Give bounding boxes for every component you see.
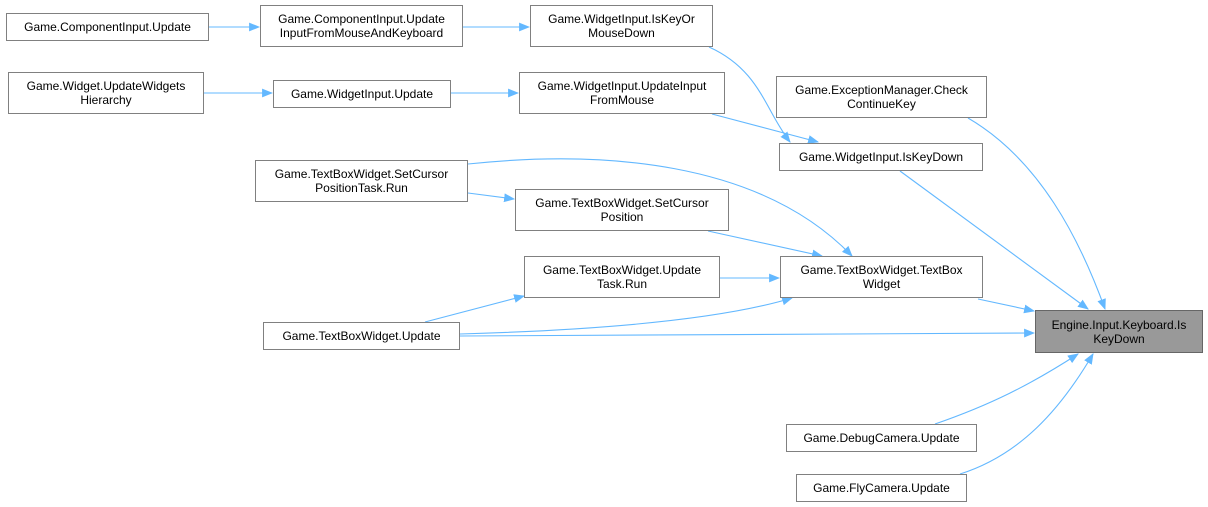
edge-n16-to-n14 [959,353,1094,475]
node-textboxwidget-updatetask-run[interactable]: Game.TextBoxWidget.Update Task.Run [524,256,720,298]
edge-n10-to-n12 [707,230,824,259]
node-flycamera-update[interactable]: Game.FlyCamera.Update [796,474,967,502]
node-widgetinput-iskeydown[interactable]: Game.WidgetInput.IsKeyDown [779,143,983,171]
node-keyboard-iskeydown[interactable]: Engine.Input.Keyboard.Is KeyDown [1035,310,1203,353]
edge-n7-to-n14 [967,117,1106,311]
node-textboxwidget-update[interactable]: Game.TextBoxWidget.Update [263,322,460,350]
edge-n8-to-n14 [899,170,1089,310]
edge-n3-to-n8 [708,46,791,143]
node-textboxwidget-textboxwidget[interactable]: Game.TextBoxWidget.TextBox Widget [780,256,983,298]
node-debugcamera-update[interactable]: Game.DebugCamera.Update [786,424,977,452]
node-exceptionmanager-checkcontinuekey[interactable]: Game.ExceptionManager.Check ContinueKey [776,76,987,118]
edge-n6-to-n8 [711,113,820,144]
node-textboxwidget-setcursorpositiontask-run[interactable]: Game.TextBoxWidget.SetCursor PositionTas… [255,160,468,202]
edge-n9-to-n10 [467,192,516,203]
edge-n15-to-n14 [934,353,1079,425]
edge-n13-to-n12 [459,296,794,335]
node-textboxwidget-setcursorposition[interactable]: Game.TextBoxWidget.SetCursor Position [515,189,729,231]
edge-n13-to-n14 [459,328,1036,338]
edge-n9-to-n12 [467,158,853,257]
edge-n12-to-n14 [977,298,1036,314]
edge-n13-to-n11 [424,294,526,323]
node-componentinput-update[interactable]: Game.ComponentInput.Update [6,13,209,41]
node-widget-updatewidgetshierarchy[interactable]: Game.Widget.UpdateWidgets Hierarchy [8,72,204,114]
node-widgetinput-iskeyormousedown[interactable]: Game.WidgetInput.IsKeyOr MouseDown [530,5,713,47]
node-widgetinput-updateinputfrommouse[interactable]: Game.WidgetInput.UpdateInput FromMouse [519,72,725,114]
node-componentinput-updateinputfrommouseandkeyboard[interactable]: Game.ComponentInput.Update InputFromMous… [260,5,463,47]
node-widgetinput-update[interactable]: Game.WidgetInput.Update [273,80,451,108]
